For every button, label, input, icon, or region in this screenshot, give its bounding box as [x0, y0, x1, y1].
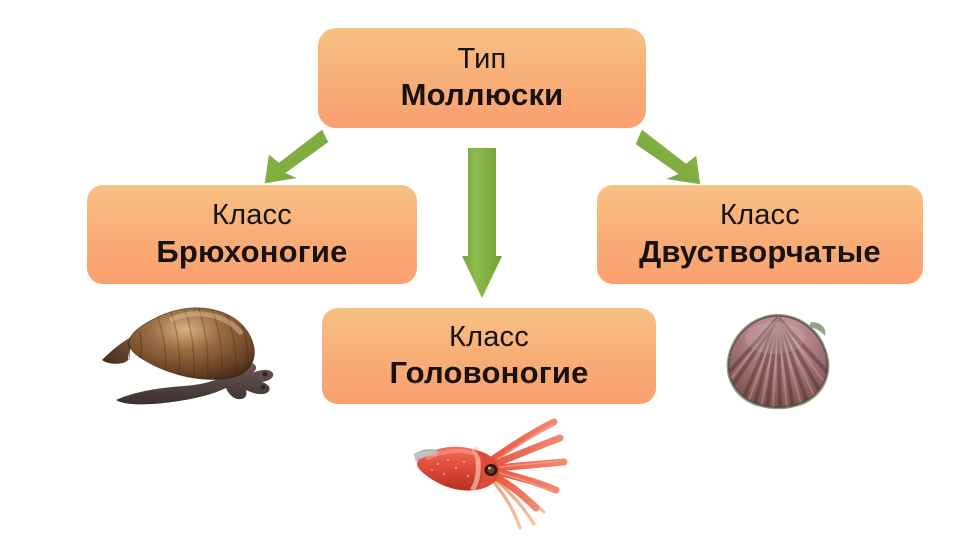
- node-name-label: Двустворчатые: [639, 233, 881, 269]
- arrow-down-left-icon: [252, 128, 329, 186]
- node-name-label: Брюхоногие: [156, 233, 348, 269]
- arrow-down-right-icon: [634, 128, 714, 186]
- node-rank-label: Класс: [720, 199, 800, 232]
- node-name-label: Головоногие: [389, 355, 589, 391]
- node-rank-label: Тип: [457, 42, 507, 75]
- node-type-mollusca[interactable]: Тип Моллюски: [318, 28, 646, 128]
- snail-icon: [98, 298, 278, 410]
- node-name-label: Моллюски: [400, 77, 564, 113]
- node-class-cephalopoda[interactable]: Класс Головоногие: [322, 308, 656, 404]
- scallop-shell-icon: [723, 312, 833, 410]
- node-rank-label: Класс: [449, 320, 529, 353]
- arrow-down-icon: [462, 148, 502, 302]
- node-rank-label: Класс: [212, 199, 292, 232]
- node-class-gastropoda[interactable]: Класс Брюхоногие: [87, 185, 417, 284]
- squid-icon: [408, 418, 568, 538]
- node-class-bivalvia[interactable]: Класс Двустворчатые: [597, 185, 923, 284]
